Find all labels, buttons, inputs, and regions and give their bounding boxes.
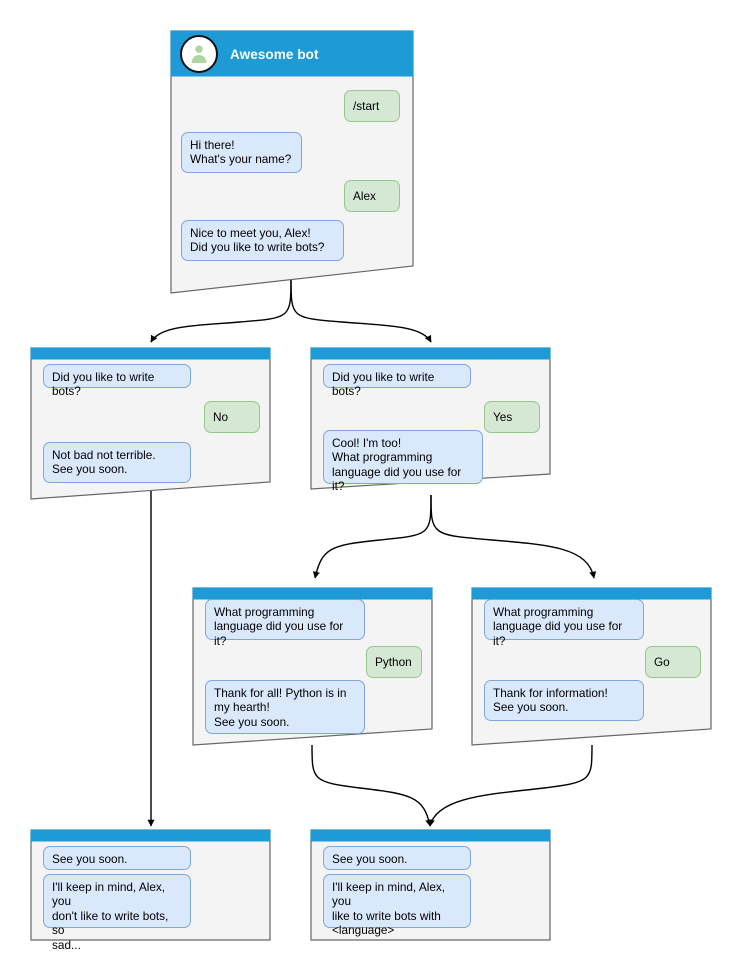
edge-python-to-end-yes (311, 744, 433, 827)
bubble-user-go[interactable]: Go (645, 646, 701, 678)
node-language-go-content: What programming language did you use fo… (470, 586, 713, 748)
bubble-bot-thank-info[interactable]: Thank for information! See you soon. (484, 680, 644, 721)
node-answer-no[interactable]: Did you like to write bots? No Not bad n… (29, 346, 272, 502)
node-end-no-content: See you soon. I'll keep in mind, Alex, y… (29, 828, 272, 952)
node-language-go[interactable]: What programming language did you use fo… (470, 586, 713, 748)
node-start-content: Awesome bot /start Hi there! What's your… (168, 28, 416, 296)
bubble-bot-ask-bots-no[interactable]: Did you like to write bots? (43, 364, 191, 398)
node-language-python-content: What programming language did you use fo… (191, 586, 434, 748)
bubble-bot-greeting[interactable]: Hi there! What's your name? (181, 132, 302, 173)
node-answer-yes-content: Did you like to write bots? Yes Cool! I'… (309, 346, 552, 493)
bubble-bot-cool-ask-language[interactable]: Cool! I'm too! What programming language… (323, 430, 483, 493)
bubble-bot-ask-language-python[interactable]: What programming language did you use fo… (205, 599, 365, 648)
node-start-title: Awesome bot (230, 46, 319, 62)
bubble-user-name[interactable]: Alex (344, 180, 400, 212)
node-end-yes-content: See you soon. I'll keep in mind, Alex, y… (309, 828, 552, 942)
edge-yes-to-python (313, 494, 432, 579)
bubble-bot-thank-python[interactable]: Thank for all! Python is in my hearth! S… (205, 680, 365, 734)
node-answer-no-content: Did you like to write bots? No Not bad n… (29, 346, 272, 502)
bubble-bot-ask-language-go[interactable]: What programming language did you use fo… (484, 599, 644, 648)
bubble-user-no[interactable]: No (204, 401, 260, 433)
edge-go-to-end-yes (428, 744, 593, 827)
bubble-user-python[interactable]: Python (366, 646, 422, 678)
bubble-user-start-command[interactable]: /start (344, 90, 400, 122)
bubble-bot-keep-in-mind-no[interactable]: I'll keep in mind, Alex, you don't like … (43, 874, 191, 952)
node-start-header: Awesome bot (168, 31, 416, 77)
bubble-bot-ask-bots-yes[interactable]: Did you like to write bots? (323, 364, 471, 398)
node-answer-yes[interactable]: Did you like to write bots? Yes Cool! I'… (309, 346, 552, 493)
person-avatar-icon (180, 35, 218, 73)
node-end-no[interactable]: See you soon. I'll keep in mind, Alex, y… (29, 828, 272, 952)
edge-yes-to-go (430, 494, 597, 579)
bubble-bot-bye-no[interactable]: See you soon. (43, 846, 191, 870)
node-start[interactable]: Awesome bot /start Hi there! What's your… (168, 28, 416, 296)
bubble-bot-bye-yes[interactable]: See you soon. (323, 846, 471, 870)
bubble-bot-nice-to-meet[interactable]: Nice to meet you, Alex! Did you like to … (181, 220, 344, 261)
node-end-yes[interactable]: See you soon. I'll keep in mind, Alex, y… (309, 828, 552, 942)
bubble-bot-keep-in-mind-yes[interactable]: I'll keep in mind, Alex, you like to wri… (323, 874, 471, 937)
bubble-bot-not-bad[interactable]: Not bad not terrible. See you soon. (43, 442, 191, 483)
node-language-python[interactable]: What programming language did you use fo… (191, 586, 434, 748)
bubble-user-yes[interactable]: Yes (484, 401, 540, 433)
